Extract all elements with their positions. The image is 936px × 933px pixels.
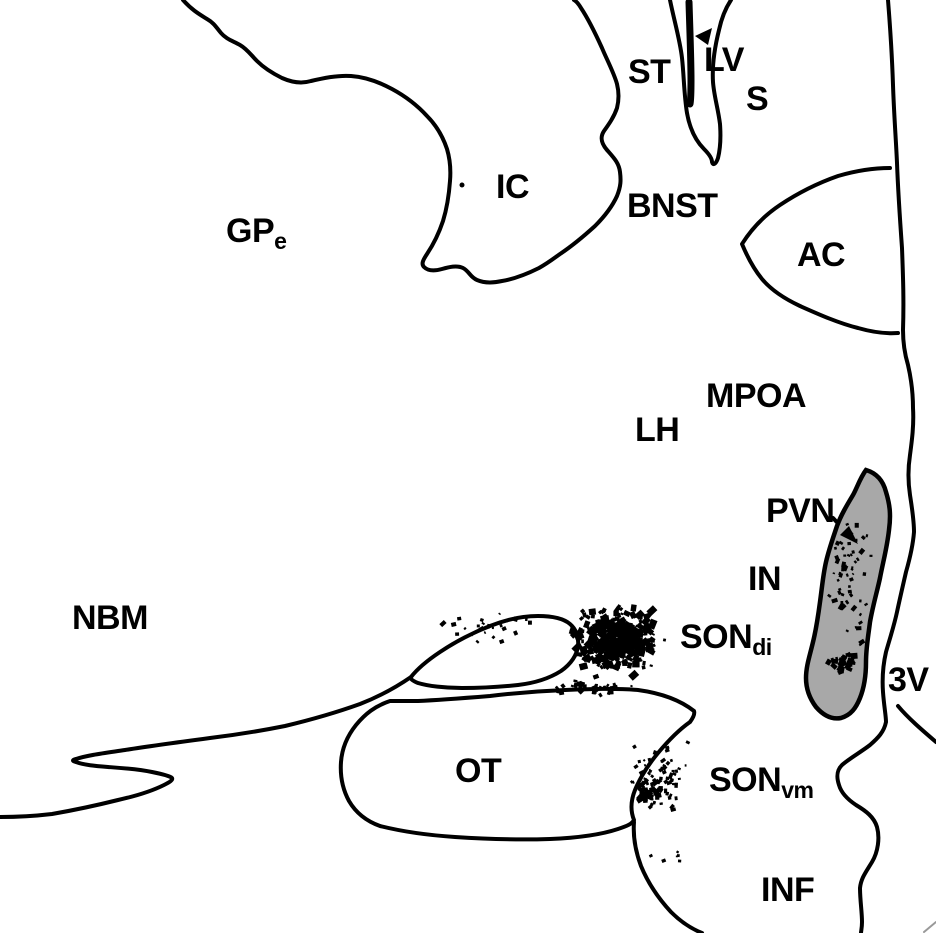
label-bnst: BNST (627, 187, 718, 225)
label-nbm: NBM (72, 599, 148, 637)
label-ac: AC (797, 236, 845, 274)
pvn-region (803, 467, 893, 721)
gpe-ic-boundary-outline (181, 0, 623, 285)
pvn-stipple-dots (824, 493, 873, 675)
label-inf: INF (761, 871, 814, 909)
midline-right-wall (835, 0, 916, 933)
st-band-outline (668, 0, 733, 167)
label-ic: IC (496, 168, 529, 206)
label-s: S (746, 80, 768, 118)
label-3v: 3V (888, 661, 929, 699)
ink-speck (459, 182, 465, 188)
infundibulum-left-line (631, 820, 704, 933)
label-sonvm: SONvm (709, 761, 813, 803)
label-sondi: SONdi (680, 618, 772, 660)
outer-edge-corner-line (896, 704, 936, 744)
label-lh: LH (635, 411, 679, 449)
label-mpoa: MPOA (706, 377, 806, 415)
label-lv: LV (704, 41, 745, 79)
label-in: IN (748, 560, 781, 598)
label-ot: OT (455, 752, 502, 790)
ventral-wedge-outline (0, 675, 413, 819)
lateral-ventricle-slit (685, 0, 695, 108)
stipple-dots (439, 604, 691, 863)
corner-mark (923, 921, 936, 933)
label-pvn: PVN (766, 492, 834, 530)
ac-outline (740, 166, 900, 336)
ot-outline (338, 686, 697, 842)
son-oval-outline (408, 614, 581, 690)
label-gpe: GPe (226, 212, 286, 254)
label-st: ST (628, 53, 671, 91)
lv-arrowhead-icon (695, 28, 712, 45)
